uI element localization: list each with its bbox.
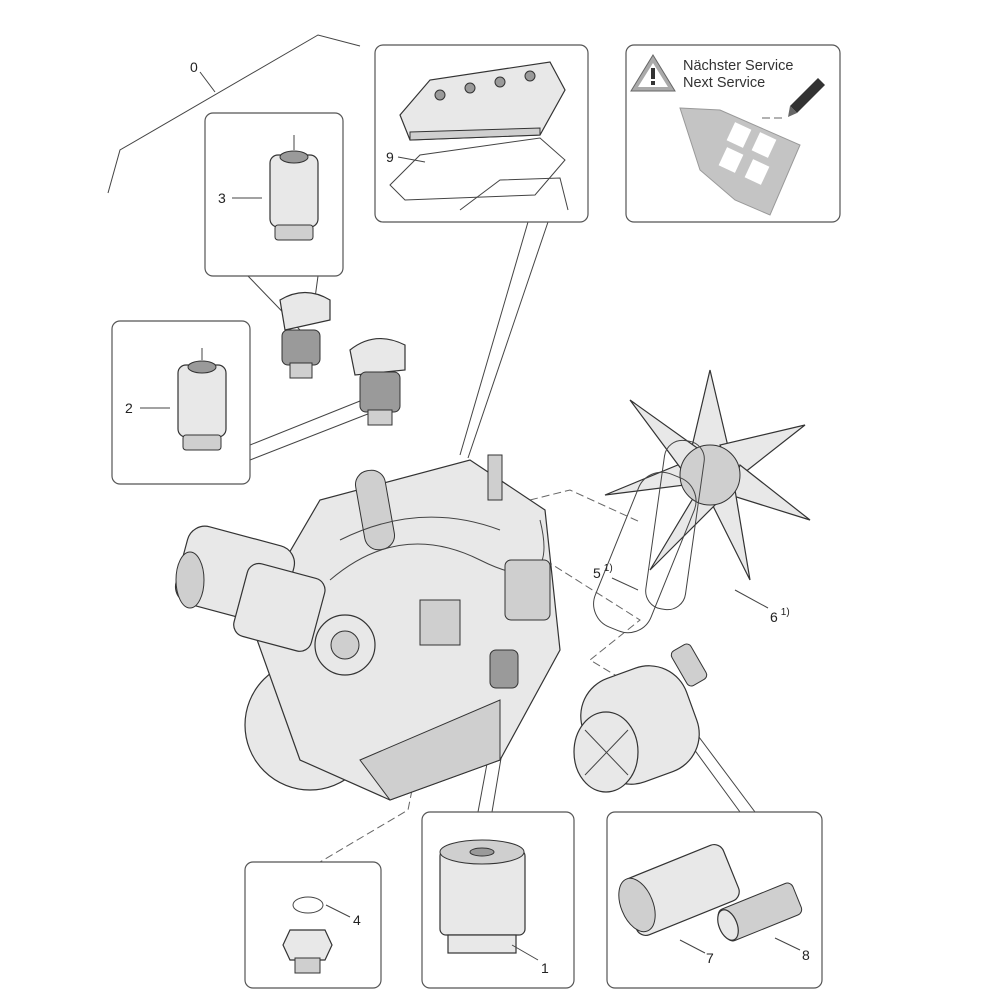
callout-4: 4 [353, 912, 361, 928]
callout-2: 2 [125, 400, 133, 416]
next-service-en: Next Service [683, 75, 765, 91]
fan [604, 369, 811, 581]
fuel-filter-3-box: 3 [204, 112, 344, 277]
air-filter-box: 7 8 [606, 811, 823, 989]
callout-3: 3 [218, 190, 226, 206]
leader-0 [199, 71, 216, 93]
oil-filter-box: 1 [421, 811, 575, 989]
fuel-filter-housings [279, 291, 406, 426]
service-tag-card [679, 107, 801, 216]
callout-0: 0 [190, 59, 198, 75]
callout-9: 9 [386, 149, 394, 165]
air-filter-housing [573, 643, 708, 793]
pencil-icon [788, 78, 825, 117]
callout-7: 7 [706, 950, 714, 966]
warning-triangle-icon [630, 54, 676, 92]
service-tag-box: Nächster Service Next Service [625, 44, 841, 223]
fuel-filter-2-box: 2 [111, 320, 251, 485]
callout-1: 1 [541, 960, 549, 976]
next-service-de: Nächster Service [683, 58, 793, 74]
callout-8: 8 [802, 947, 810, 963]
gasket-box: 9 [374, 44, 589, 223]
assembly-bracket [107, 34, 361, 194]
engine-assembly [174, 454, 561, 801]
seal-ring-box: 4 [244, 861, 382, 989]
